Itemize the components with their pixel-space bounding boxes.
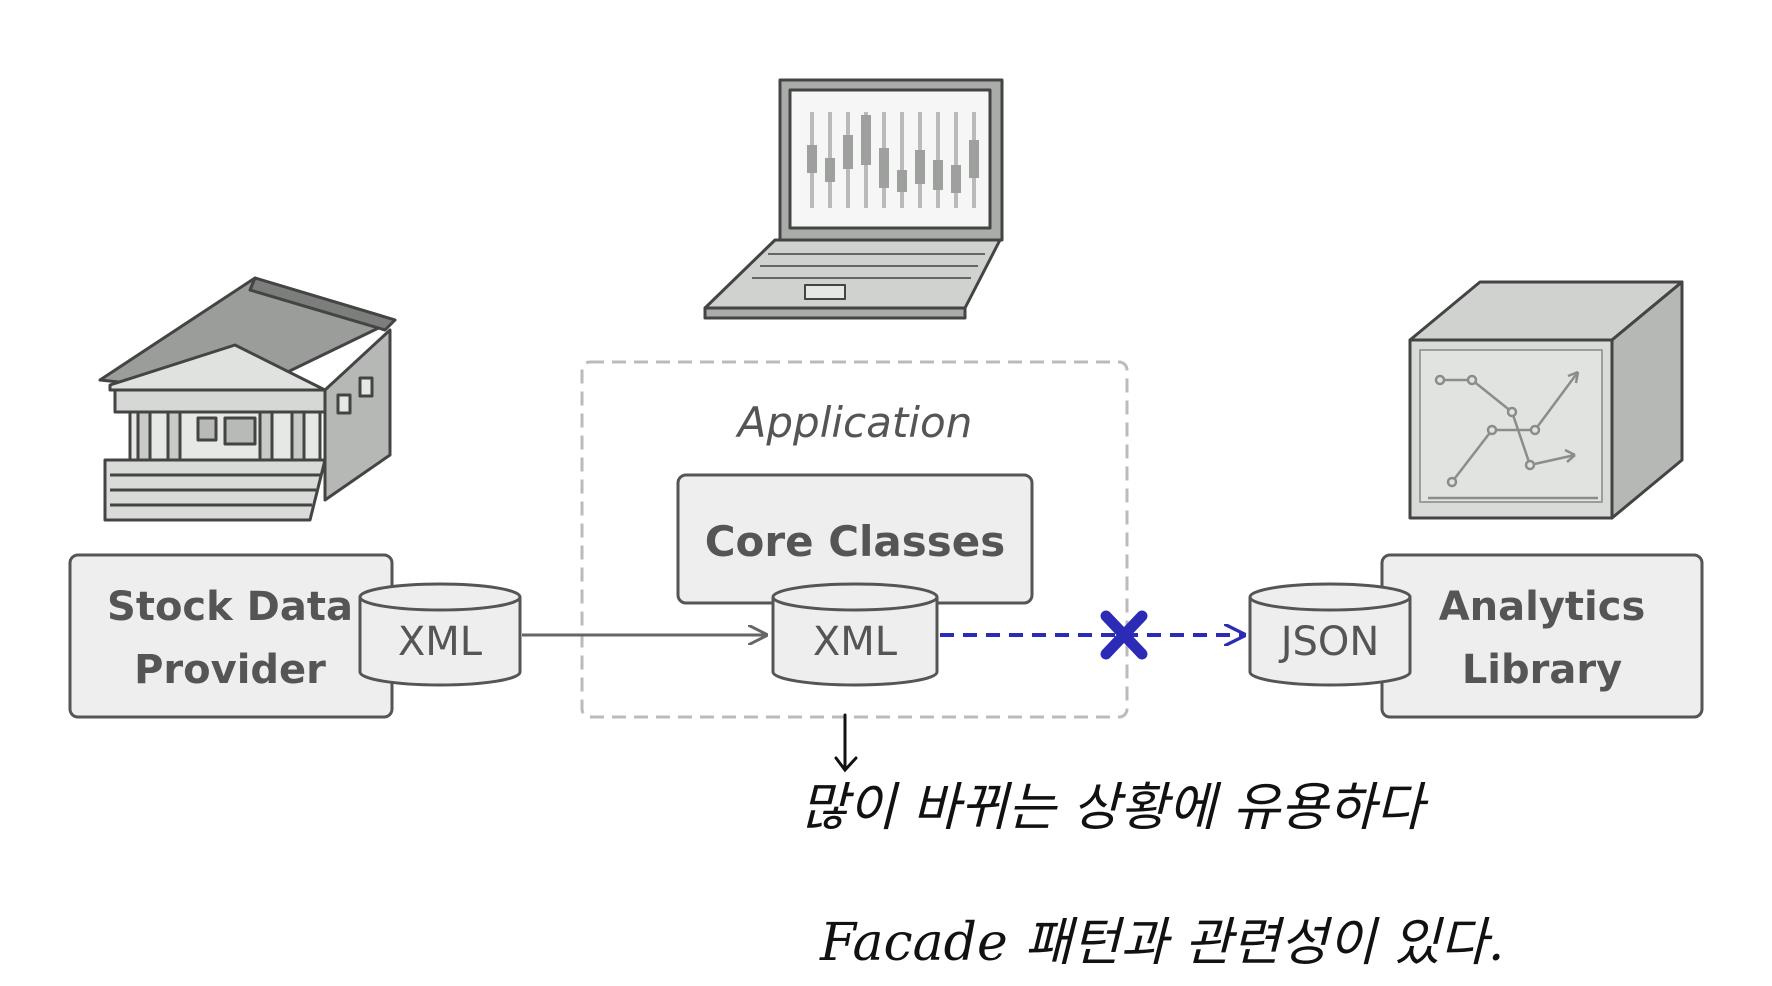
annotation-line-1: 많이 바뀌는 상황에 유용하다 xyxy=(800,778,1429,838)
annotation-down-arrow xyxy=(834,713,858,773)
core-classes-label: Core Classes xyxy=(705,517,1006,566)
provider-xml-label: XML xyxy=(398,619,483,665)
library-label-line1: Analytics xyxy=(1439,584,1646,630)
library-json-label: JSON xyxy=(1278,619,1380,665)
application-xml-cylinder xyxy=(771,582,939,687)
library-label-line2: Library xyxy=(1462,647,1622,693)
provider-label-line1: Stock Data xyxy=(107,584,353,630)
provider-xml-cylinder xyxy=(358,582,522,687)
library-json-cylinder xyxy=(1248,582,1412,687)
application-frame xyxy=(580,360,1129,719)
application-xml-label: XML xyxy=(813,619,898,665)
analytics-box-icon xyxy=(1408,280,1684,520)
provider-label-line2: Provider xyxy=(134,647,326,693)
application-title: Application xyxy=(735,398,973,447)
cross-icon xyxy=(1100,610,1148,660)
bank-building-icon xyxy=(98,276,397,522)
laptop-chart-icon xyxy=(703,78,1004,320)
annotation-line-2: Facade 패턴과 관련성이 있다. xyxy=(819,913,1504,973)
